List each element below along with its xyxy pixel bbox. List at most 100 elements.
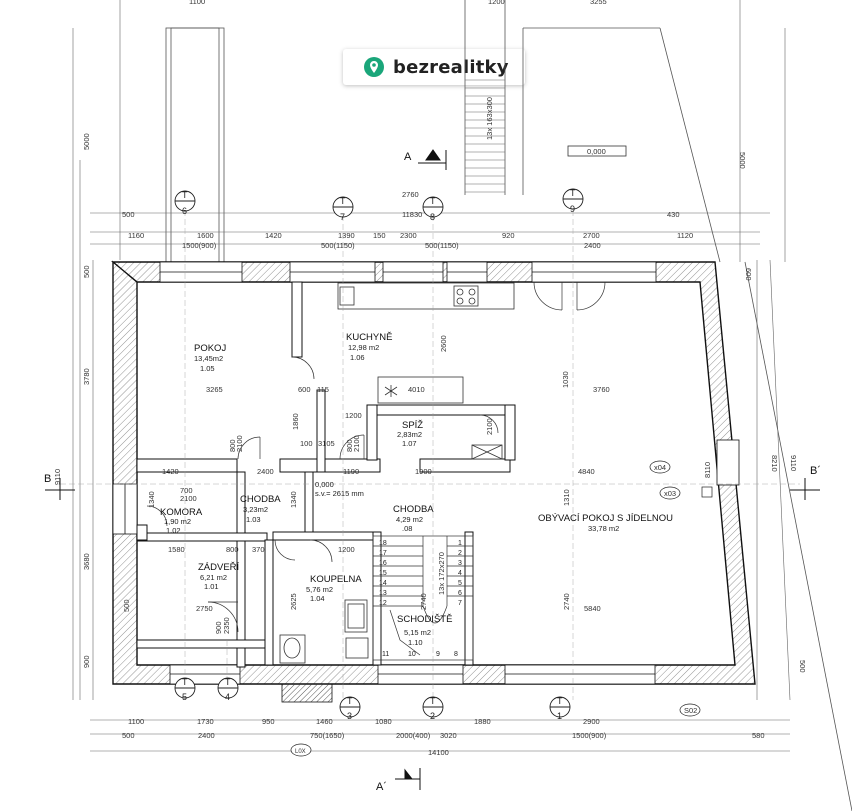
svg-text:1100: 1100 [128, 717, 144, 726]
svg-text:T: T [182, 677, 188, 687]
svg-text:1600: 1600 [197, 231, 214, 240]
svg-text:2760: 2760 [402, 190, 419, 199]
svg-text:5,76 m2: 5,76 m2 [306, 585, 333, 594]
svg-text:4: 4 [458, 570, 462, 577]
svg-text:1.05: 1.05 [200, 364, 215, 373]
svg-text:7: 7 [340, 212, 345, 222]
section-a-top: A [404, 151, 412, 163]
svg-text:500: 500 [798, 660, 807, 673]
svg-text:500: 500 [82, 265, 91, 278]
svg-text:1200: 1200 [345, 411, 362, 420]
dims-bottom: 1100 1730 950 1460 1080 1880 2900 500 24… [122, 717, 765, 757]
exterior-walls [111, 260, 756, 685]
svg-text:1860: 1860 [291, 413, 300, 430]
svg-text:3265: 3265 [206, 385, 223, 394]
svg-text:500: 500 [122, 210, 135, 219]
svg-text:2300: 2300 [400, 231, 417, 240]
svg-text:ZÁDVEŘÍ: ZÁDVEŘÍ [198, 562, 240, 573]
svg-text:CHODBA: CHODBA [393, 504, 434, 515]
svg-text:600: 600 [298, 385, 311, 394]
svg-text:1.06: 1.06 [350, 353, 365, 362]
svg-text:6: 6 [458, 590, 462, 597]
svg-text:3780: 3780 [82, 368, 91, 385]
windows [112, 261, 740, 685]
svg-text:10: 10 [408, 651, 416, 658]
dims-inner: 3265 4010 3760 2400 1190 1900 4840 2750 … [147, 335, 712, 634]
svg-text:15: 15 [379, 570, 387, 577]
tag-s02: S02 [684, 706, 697, 715]
svg-text:3760: 3760 [593, 385, 610, 394]
svg-text:4840: 4840 [578, 467, 595, 476]
svg-text:950: 950 [262, 717, 275, 726]
staircase [372, 535, 474, 661]
svg-text:1420: 1420 [265, 231, 282, 240]
svg-text:2100: 2100 [485, 418, 494, 435]
svg-text:16: 16 [379, 560, 387, 567]
svg-text:1580: 1580 [168, 545, 185, 554]
svg-text:11: 11 [382, 651, 389, 658]
tag-x04: x04 [654, 463, 666, 472]
svg-text:1200: 1200 [338, 545, 355, 554]
axis-markers [174, 188, 584, 718]
svg-text:2100: 2100 [235, 435, 244, 452]
svg-text:3105: 3105 [318, 439, 335, 448]
svg-text:CHODBA: CHODBA [240, 494, 281, 505]
svg-text:600: 600 [744, 268, 753, 281]
level-notes: 0,000 s.v.= 2615 mm [315, 480, 364, 498]
svg-text:1190: 1190 [343, 467, 359, 476]
svg-text:12: 12 [379, 600, 387, 607]
svg-text:13: 13 [379, 590, 387, 597]
svg-text:1.04: 1.04 [310, 594, 325, 603]
svg-text:500: 500 [122, 731, 135, 740]
svg-text:KUCHYNĚ: KUCHYNĚ [346, 332, 392, 343]
svg-text:920: 920 [502, 231, 515, 240]
svg-text:5000: 5000 [82, 133, 91, 150]
svg-text:8: 8 [454, 651, 458, 658]
kitchen-fixture-icon [384, 385, 398, 397]
svg-text:580: 580 [752, 731, 765, 740]
svg-text:2400: 2400 [198, 731, 215, 740]
svg-text:14100: 14100 [428, 748, 449, 757]
svg-text:115: 115 [317, 385, 329, 394]
svg-text:4010: 4010 [408, 385, 425, 394]
svg-text:1200: 1200 [488, 0, 505, 6]
tag-l0x: L0X [295, 749, 306, 755]
svg-text:8210: 8210 [770, 455, 779, 472]
svg-text:2400: 2400 [257, 467, 274, 476]
svg-text:1900: 1900 [415, 467, 432, 476]
svg-text:2: 2 [430, 711, 435, 721]
svg-text:500(1150): 500(1150) [425, 241, 459, 250]
svg-text:OBÝVACÍ POKOJ S JÍDELNOU: OBÝVACÍ POKOJ S JÍDELNOU [538, 513, 673, 524]
section-b-left: B [44, 473, 51, 485]
stair-text-2: 13x 172x270 [437, 552, 446, 595]
svg-text:12,98 m2: 12,98 m2 [348, 343, 379, 352]
dims-top: 1100 1200 3255 2760 500 11830 430 1160 1… [122, 0, 693, 250]
svg-text:17: 17 [379, 550, 387, 557]
svg-text:700: 700 [180, 486, 193, 495]
room-fills [137, 282, 735, 665]
svg-text:9110: 9110 [789, 455, 798, 471]
bathroom-fixtures [279, 599, 369, 664]
svg-text:2900: 2900 [583, 717, 600, 726]
svg-text:1: 1 [557, 711, 562, 721]
svg-text:2600: 2600 [439, 335, 448, 352]
svg-text:5: 5 [182, 692, 187, 702]
svg-text:1030: 1030 [561, 371, 570, 388]
svg-text:33,78 m2: 33,78 m2 [588, 524, 619, 533]
svg-text:13,45m2: 13,45m2 [194, 354, 223, 363]
stair-text: 13x 163x300 [485, 97, 494, 140]
svg-text:SCHODIŠTĚ: SCHODIŠTĚ [397, 614, 452, 625]
brand-badge: bezrealitky [343, 49, 525, 85]
svg-text:1310: 1310 [562, 489, 571, 506]
svg-text:s.v.= 2615 mm: s.v.= 2615 mm [315, 489, 364, 498]
svg-text:1730: 1730 [197, 717, 214, 726]
svg-text:1460: 1460 [316, 717, 333, 726]
svg-text:11830: 11830 [402, 210, 422, 219]
svg-text:3: 3 [347, 711, 352, 721]
svg-text:2100: 2100 [352, 435, 361, 452]
svg-text:T: T [570, 188, 576, 198]
svg-text:1340: 1340 [147, 491, 156, 508]
svg-text:T: T [347, 696, 353, 706]
svg-text:5,15 m2: 5,15 m2 [404, 628, 431, 637]
section-a-bottom: A´ [376, 781, 387, 793]
